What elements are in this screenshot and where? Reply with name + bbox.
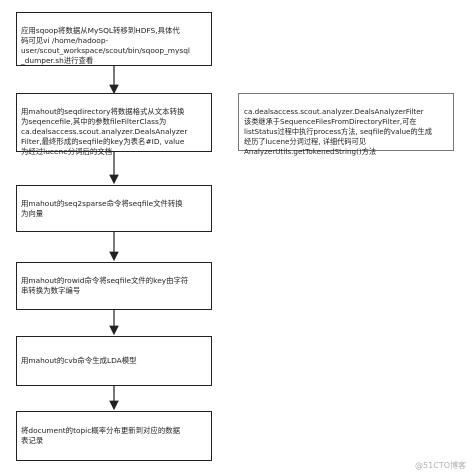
analyzer-filter-note: ca.dealsaccess.scout.analyzer.DealsAnaly… (238, 93, 454, 156)
watermark: @51CTO博客 (415, 461, 466, 470)
step-2-text: 用mahout的seqdirectory将数据格式从文本转换 为seqencef… (21, 107, 188, 156)
step-1-box: 应用sqoop将数据从MySQL转移到HDFS,具体代 码可见vi /home/… (16, 12, 212, 66)
step-6-box: 将document的topic概率分布更新到对应的数据 表记录 (16, 411, 212, 461)
step-6-text: 将document的topic概率分布更新到对应的数据 表记录 (21, 426, 180, 445)
step-3-box: 用mahout的seq2sparse命令将seqfile文件转换 为向量 (16, 185, 212, 232)
step-5-text: 用mahout的cvb命令生成LDA模型 (21, 356, 137, 365)
step-2-box: 用mahout的seqdirectory将数据格式从文本转换 为seqencef… (16, 93, 212, 156)
step-3-text: 用mahout的seq2sparse命令将seqfile文件转换 为向量 (21, 198, 183, 218)
step-1-text: 应用sqoop将数据从MySQL转移到HDFS,具体代 码可见vi /home/… (21, 26, 190, 65)
step-4-text: 用mahout的rowid命令将seqfile文件的key由字符 串转换为数字编… (21, 276, 189, 295)
step-5-box: 用mahout的cvb命令生成LDA模型 (16, 336, 212, 386)
step-4-box: 用mahout的rowid命令将seqfile文件的key由字符 串转换为数字编… (16, 262, 212, 310)
note-text: ca.dealsaccess.scout.analyzer.DealsAnaly… (244, 107, 433, 156)
